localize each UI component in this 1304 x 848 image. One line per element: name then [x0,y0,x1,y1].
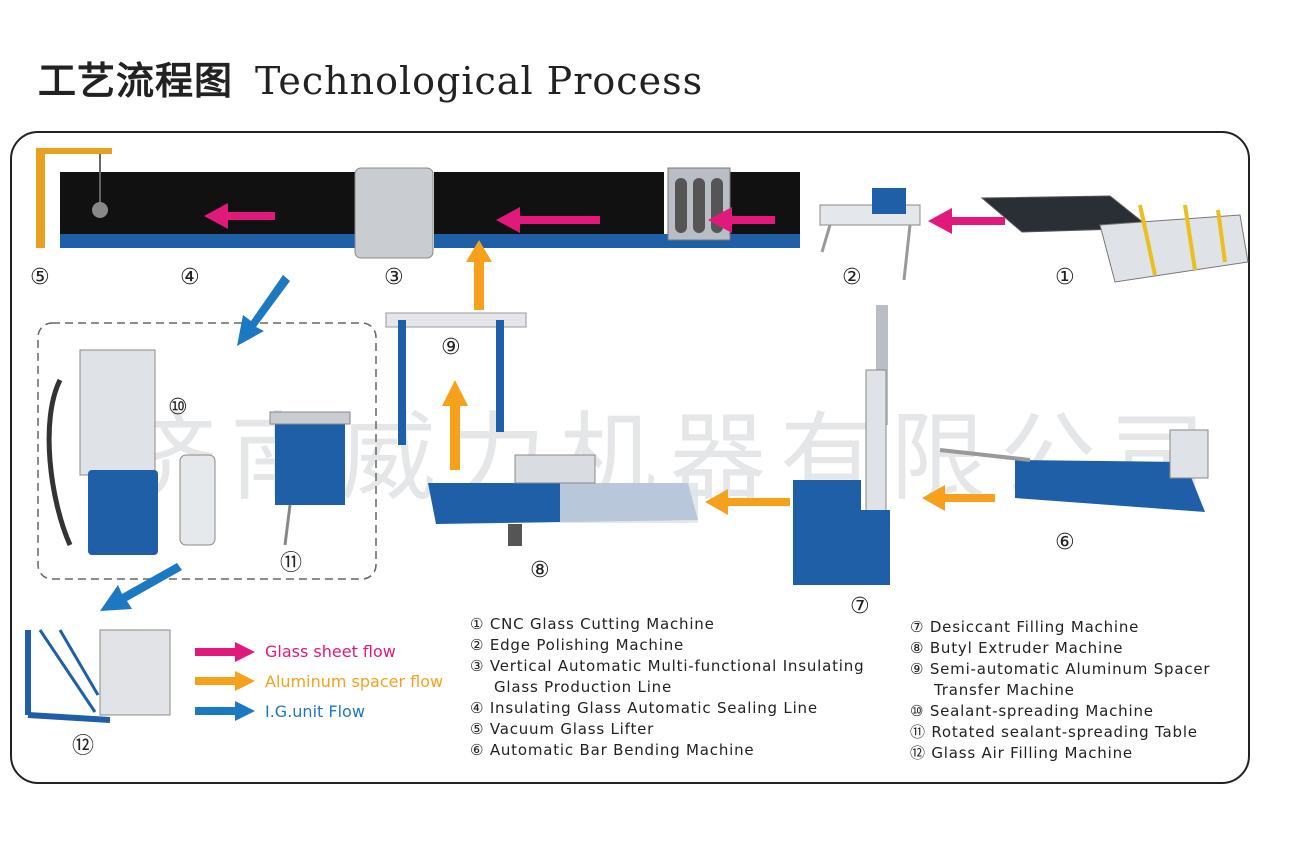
cnc-cutting-machine [980,195,1249,283]
machine-item-4: ④ Insulating Glass Automatic Sealing Lin… [470,699,818,717]
title-chinese: 工艺流程图 [38,58,234,103]
step-number-2: ② [842,265,862,290]
page-title: 工艺流程图 Technological Process [38,50,703,105]
step-number-3: ③ [384,265,404,290]
machine-list-right: ⑦ Desiccant Filling Machine ⑧ Butyl Extr… [910,617,1210,764]
diagram-frame [10,131,1250,784]
vacuum-glass-lifter-machine [36,148,112,248]
machine-item-6: ⑥ Automatic Bar Bending Machine [470,741,755,759]
glass-air-filling-machine [25,629,171,723]
step-number-4: ④ [180,265,200,290]
legend-ig-unit: I.G.unit Flow [265,702,365,721]
machine-item-5: ⑤ Vacuum Glass Lifter [470,720,655,738]
step-number-8: ⑧ [530,558,550,583]
legend-glass-sheet: Glass sheet flow [265,642,396,661]
machine-item-2: ② Edge Polishing Machine [470,636,685,654]
machine-item-3: ③ Vertical Automatic Multi-functional In… [470,657,865,675]
desiccant-filling-machine [793,305,890,585]
rotated-sealant-table [269,411,351,546]
legend-aluminum-spacer: Aluminum spacer flow [265,672,444,691]
bar-bending-machine [939,429,1209,512]
edge-polishing-machine [819,188,921,281]
machine-item-10: ⑩ Sealant-spreading Machine [910,702,1154,720]
step-number-6: ⑥ [1055,530,1075,555]
glass-sheet-arrows [204,203,1005,234]
machine-item-11: ⑪ Rotated sealant-spreading Table [910,723,1198,741]
butyl-extruder-machine [428,454,698,546]
step-number-7: ⑦ [850,594,870,619]
spacer-transfer-machine [385,312,527,445]
step-number-1: ① [1055,265,1075,290]
step-number-5: ⑤ [30,265,50,290]
sealant-group-box [37,322,377,580]
step-number-11: ⑪ [280,551,303,576]
machine-list-left: ① CNC Glass Cutting Machine ② Edge Polis… [470,614,864,761]
aluminum-spacer-arrows [442,240,995,515]
machine-item-3-cont: Glass Production Line [494,678,673,696]
step-number-9: ⑨ [441,335,461,360]
machine-item-9: ⑨ Semi-automatic Aluminum Spacer [910,660,1211,678]
ig-unit-arrows [100,275,290,611]
machine-item-1: ① CNC Glass Cutting Machine [470,615,715,633]
machine-item-12: ⑫ Glass Air Filling Machine [910,744,1133,762]
step-number-10: ⑩ [168,395,188,420]
sealant-spreading-machine [46,349,216,555]
legend-arrows [195,642,255,721]
machine-item-9-cont: Transfer Machine [934,681,1075,699]
step-number-12: ⑫ [72,734,95,759]
title-english: Technological Process [255,59,704,103]
production-line-machine-3 [60,167,800,259]
machine-item-7: ⑦ Desiccant Filling Machine [910,618,1140,636]
machine-item-8: ⑧ Butyl Extruder Machine [910,639,1124,657]
